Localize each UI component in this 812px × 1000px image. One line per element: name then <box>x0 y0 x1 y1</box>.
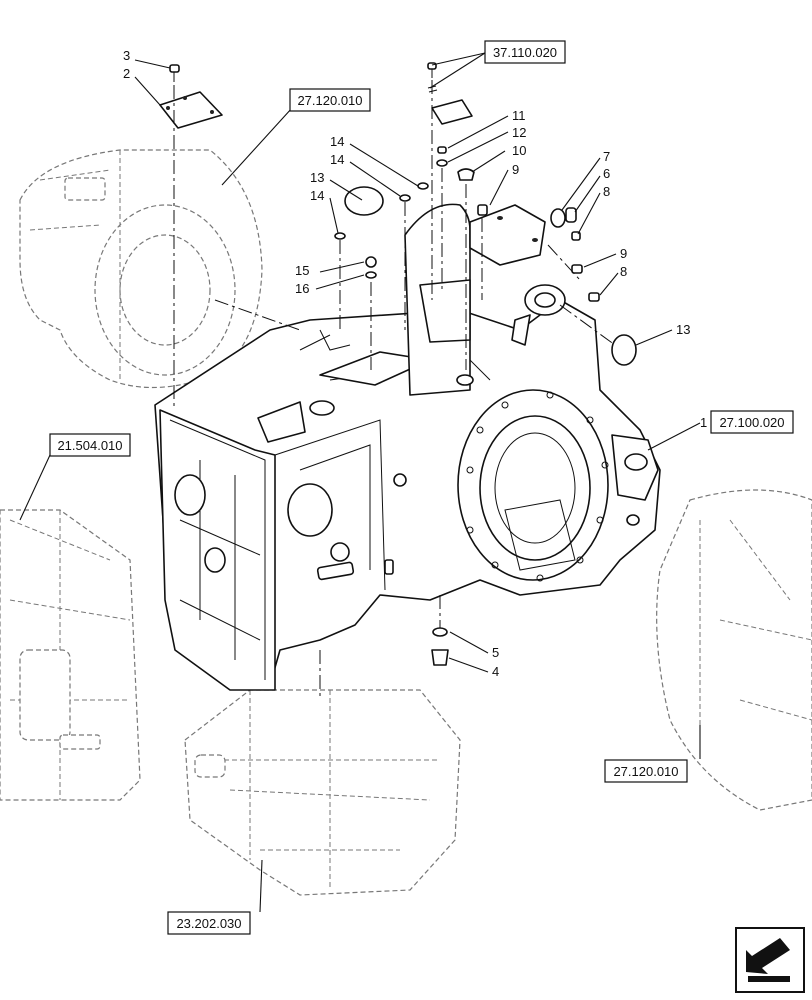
svg-text:23.202.030: 23.202.030 <box>176 916 241 931</box>
callout-14: 14 <box>330 134 344 149</box>
ref-box-27-120-010-top[interactable]: 27.120.010 <box>289 88 371 112</box>
callout-9: 9 <box>512 162 519 177</box>
callout-14: 14 <box>330 152 344 167</box>
callout-12: 12 <box>512 125 526 140</box>
callout-9: 9 <box>620 246 627 261</box>
callout-7: 7 <box>603 149 610 164</box>
svg-text:27.120.010: 27.120.010 <box>613 764 678 779</box>
callout-4: 4 <box>492 664 499 679</box>
callout-14: 14 <box>310 188 324 203</box>
svg-text:27.120.010: 27.120.010 <box>297 93 362 108</box>
ref-box-23-202-030[interactable]: 23.202.030 <box>167 911 251 935</box>
callout-16: 16 <box>295 281 309 296</box>
ghost-front-flange-assembly <box>19 149 263 389</box>
callout-5: 5 <box>492 645 499 660</box>
callout-10: 10 <box>512 143 526 158</box>
cover-plate-right <box>427 62 473 125</box>
ref-box-27-120-010-bottom[interactable]: 27.120.010 <box>604 759 688 783</box>
callout-8: 8 <box>620 264 627 279</box>
callout-3: 3 <box>123 48 130 63</box>
callout-1: 1 <box>700 415 707 430</box>
ref-box-27-100-020[interactable]: 27.100.020 <box>710 410 794 434</box>
callout-15: 15 <box>295 263 309 278</box>
callout-13: 13 <box>676 322 690 337</box>
small-parts <box>334 146 637 666</box>
bolt-part-3 <box>169 64 180 82</box>
ref-box-37-110-020[interactable]: 37.110.020 <box>484 40 566 64</box>
alignment-lines <box>173 80 616 700</box>
ref-box-21-504-010[interactable]: 21.504.010 <box>49 433 131 457</box>
callout-11: 11 <box>512 108 526 123</box>
ghost-left-transmission <box>0 509 141 801</box>
svg-text:37.110.020: 37.110.020 <box>493 45 557 60</box>
callout-2: 2 <box>123 66 130 81</box>
callout-6: 6 <box>603 166 610 181</box>
flange-bolts <box>466 391 609 582</box>
rear-axle-housing <box>154 203 661 691</box>
leader-lines <box>19 52 701 913</box>
svg-text:21.504.010: 21.504.010 <box>57 438 122 453</box>
top-cover-plate <box>159 91 223 129</box>
ghost-oil-sump <box>184 689 461 896</box>
callout-numbers: 3 2 14 14 13 14 15 16 11 12 10 9 7 6 8 9… <box>123 48 707 679</box>
next-page-arrow-icon[interactable] <box>735 927 805 993</box>
ghost-right-housing <box>656 489 812 811</box>
callout-13: 13 <box>310 170 324 185</box>
svg-text:27.100.020: 27.100.020 <box>719 415 784 430</box>
callout-8: 8 <box>603 184 610 199</box>
